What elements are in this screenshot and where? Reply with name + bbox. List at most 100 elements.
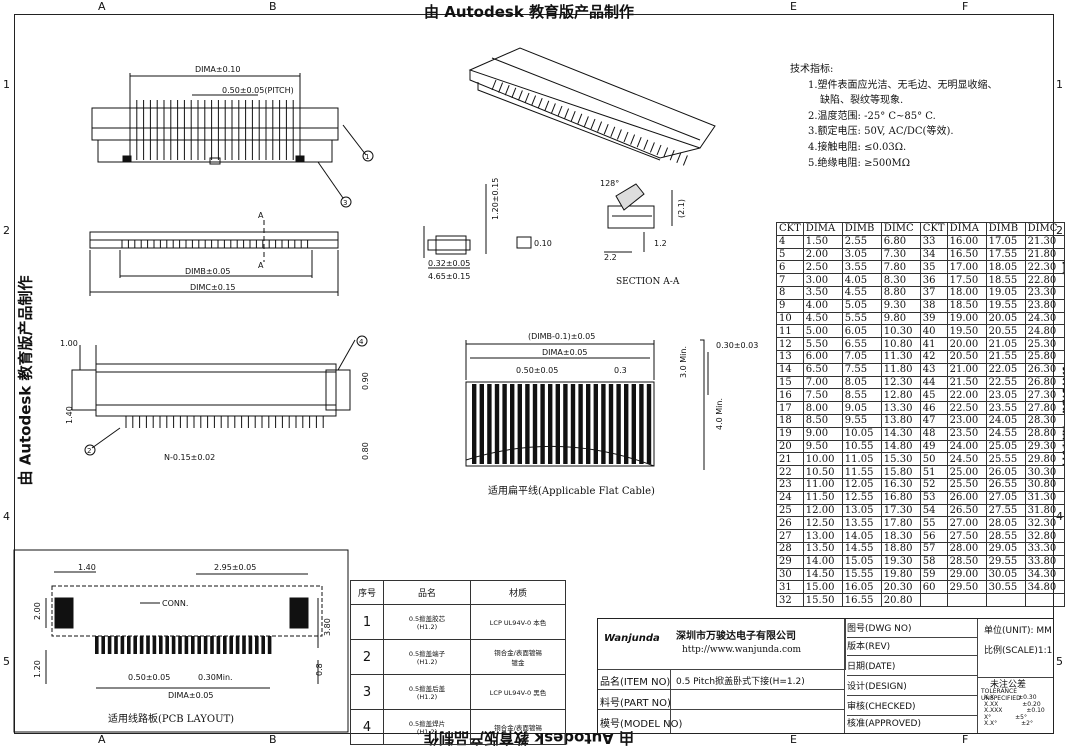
cable-conductor bbox=[631, 384, 636, 464]
zone-5-right: 5 bbox=[1056, 655, 1063, 668]
ckt-cell: 14.30 bbox=[880, 426, 921, 441]
ckt-cell: 19 bbox=[776, 426, 804, 441]
iso-pin bbox=[557, 105, 563, 117]
ckt-cell: 19.50 bbox=[946, 324, 987, 339]
pcb-pad bbox=[255, 636, 259, 654]
pcb-pad bbox=[261, 636, 265, 654]
cable-conductor bbox=[555, 384, 560, 464]
ckt-cell: 7.05 bbox=[841, 349, 882, 364]
iso-pin bbox=[663, 147, 669, 158]
ckt-cell: 18.05 bbox=[985, 260, 1026, 275]
cable-conductor bbox=[472, 384, 477, 464]
ckt-cell: 15.05 bbox=[841, 554, 882, 569]
ckt-cell bbox=[985, 593, 1026, 607]
ckt-cell bbox=[1024, 593, 1065, 607]
ckt-cell: 33 bbox=[919, 234, 948, 249]
ckt-cell: 12.30 bbox=[880, 375, 921, 390]
zone-a-bottom: A bbox=[98, 733, 106, 746]
ckt-cell: 12.05 bbox=[841, 477, 882, 492]
ckt-cell: 45 bbox=[919, 388, 948, 403]
ckt-cell: 14.55 bbox=[841, 541, 882, 556]
ckt-cell: 20.80 bbox=[880, 593, 921, 607]
item-row: 品名(ITEM NO) 0.5 Pitch掀盖卧式下接(H=1.2) bbox=[598, 669, 844, 690]
ckt-cell: 60 bbox=[919, 580, 948, 595]
pcb-pad bbox=[242, 636, 246, 654]
ckt-cell: 10 bbox=[776, 311, 804, 326]
ckt-cell: 13.00 bbox=[802, 529, 843, 543]
cable-dimb: (DIMB-0.1)±0.05 bbox=[528, 332, 595, 341]
ckt-cell: 8.05 bbox=[841, 375, 882, 390]
zone-labels-top: A B E F bbox=[14, 0, 1054, 14]
ckt-cell: 22 bbox=[776, 465, 804, 479]
pcb-pad bbox=[191, 636, 195, 654]
ckt-cell: 46 bbox=[919, 401, 948, 415]
ckt-cell: 20.30 bbox=[880, 580, 921, 595]
date: 日期(DATE) bbox=[847, 659, 977, 676]
cable-050: 0.50±0.05 bbox=[516, 366, 558, 375]
ckt-cell: 13 bbox=[776, 349, 804, 364]
ckt-cell: 30.30 bbox=[1024, 465, 1065, 479]
cable-conductor bbox=[570, 384, 576, 464]
ckt-cell: 11.05 bbox=[841, 452, 882, 467]
ckt-cell: 16.00 bbox=[946, 234, 987, 249]
ckt-cell: 14.50 bbox=[802, 567, 843, 582]
ckt-cell: 27 bbox=[776, 529, 804, 543]
cable-conductor bbox=[593, 384, 598, 464]
iso-pin bbox=[491, 79, 497, 91]
ckt-cell: 11.80 bbox=[880, 362, 921, 377]
ckt-cell: 26.00 bbox=[946, 490, 987, 505]
ckt-cell: 25 bbox=[776, 503, 804, 518]
ckt-header: DIMA bbox=[802, 222, 843, 236]
ckt-cell: 28.50 bbox=[946, 554, 987, 569]
ckt-cell: 8.00 bbox=[802, 401, 843, 415]
dim-n015: N-0.15±0.02 bbox=[164, 453, 215, 462]
pcb-conn: CONN. bbox=[162, 599, 188, 608]
ckt-cell: 31.80 bbox=[1024, 503, 1065, 518]
cable-30: 3.0 Min. bbox=[679, 346, 688, 378]
note-5: 5.绝缘电阻: ≥500MΩ bbox=[808, 157, 911, 169]
pcb-pad bbox=[127, 636, 131, 654]
ckt-cell: 1.50 bbox=[802, 234, 843, 249]
ckt-cell: 18.50 bbox=[946, 298, 987, 313]
design: 设计(DESIGN) bbox=[847, 679, 977, 696]
ckt-cell: 18.80 bbox=[880, 541, 921, 556]
ckt-cell bbox=[946, 593, 987, 607]
bom-name: 0.5掀盖胶芯 (H1.2) bbox=[383, 604, 471, 640]
section-view bbox=[604, 183, 673, 253]
ckt-cell: 56 bbox=[919, 529, 948, 543]
side-view bbox=[71, 335, 368, 456]
iso-pin bbox=[636, 137, 642, 148]
ckt-cell: 22.80 bbox=[1024, 273, 1065, 287]
ckt-cell: 17 bbox=[776, 401, 804, 415]
ckt-cell: 25.50 bbox=[946, 477, 987, 492]
ckt-cell: 15.30 bbox=[880, 452, 921, 467]
ckt-cell bbox=[919, 593, 948, 607]
tolerance-val: ±0.20 bbox=[1022, 700, 1041, 708]
pcb-140: 1.40 bbox=[78, 563, 96, 572]
ckt-cell: 29.05 bbox=[985, 541, 1026, 556]
cable-conductor bbox=[510, 384, 515, 464]
zone-f-bottom: F bbox=[962, 733, 969, 746]
pcb-pad bbox=[267, 636, 272, 654]
ckt-cell: 9.80 bbox=[880, 311, 921, 326]
dim-465: 4.65±0.15 bbox=[428, 272, 470, 281]
ckt-cell: 5 bbox=[776, 247, 804, 262]
bom-name: 0.5掀盖焊片 (H1.2) bbox=[383, 709, 471, 745]
ckt-cell: 21.05 bbox=[985, 337, 1026, 351]
zone-b: B bbox=[269, 0, 277, 13]
ckt-cell: 10.50 bbox=[802, 465, 843, 479]
ckt-cell: 15.50 bbox=[802, 593, 843, 607]
ckt-cell: 23.50 bbox=[946, 426, 987, 441]
pcb-200: 2.00 bbox=[33, 602, 42, 620]
dim-21: (2.1) bbox=[677, 199, 686, 218]
ckt-cell: 22.00 bbox=[946, 388, 987, 403]
ckt-cell: 22.50 bbox=[946, 401, 987, 415]
ckt-cell: 8.55 bbox=[841, 388, 882, 403]
